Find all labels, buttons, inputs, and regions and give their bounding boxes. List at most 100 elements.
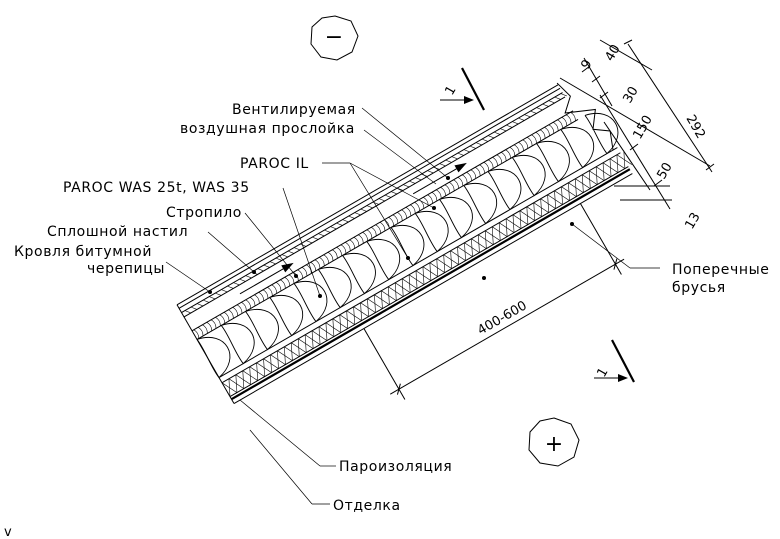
was-stroke [271, 284, 277, 294]
was-stroke [319, 257, 325, 266]
shingle-stroke [445, 159, 452, 163]
label-rafter: Стропило [166, 205, 242, 221]
cross-stroke [284, 346, 286, 365]
shingle-stroke [536, 107, 543, 111]
cross-stroke [318, 326, 321, 345]
was-stroke [423, 197, 429, 206]
was-stroke [353, 237, 360, 246]
was-stroke [332, 249, 338, 259]
insulation-lobes [196, 113, 619, 379]
insulation-lobe [269, 295, 304, 337]
was-stroke [548, 124, 555, 134]
was-stroke [366, 229, 373, 239]
shingle-stroke [530, 110, 537, 114]
shingle-stroke [542, 103, 549, 107]
cross-stroke [387, 286, 390, 305]
section-label-top: 1 [442, 83, 459, 98]
was-stroke [371, 227, 377, 236]
dimension-chain: 9 40 30 150 50 13 292 [559, 39, 715, 232]
was-stroke [262, 289, 269, 299]
label-cross-battens-1: Поперечные [672, 262, 769, 278]
was-stroke [206, 322, 213, 331]
shingle-stroke [360, 208, 367, 212]
was-stroke [267, 287, 273, 296]
was-stroke [431, 192, 438, 201]
was-stroke [427, 194, 433, 204]
was-stroke [527, 137, 533, 146]
was-stroke [215, 317, 221, 326]
shingle-stroke [451, 156, 458, 160]
was-stroke [301, 267, 308, 276]
was-stroke [509, 147, 516, 156]
cross-stroke [526, 206, 529, 225]
shingle-stroke [469, 145, 476, 149]
shingle-stroke [560, 93, 567, 97]
minus-symbol: − [325, 25, 343, 50]
was-stroke [392, 214, 399, 224]
was-stroke [501, 152, 507, 161]
was-stroke [492, 157, 498, 166]
was-stroke [197, 327, 204, 336]
was-stroke [561, 117, 568, 126]
shingle-stroke [415, 177, 422, 181]
label-decking: Сплошной настил [47, 224, 188, 240]
was-stroke [531, 134, 537, 144]
insulation-lobe [439, 197, 473, 239]
was-stroke [462, 174, 468, 184]
label-roofing-1: Кровля битумной [14, 244, 152, 260]
cross-stroke [422, 266, 425, 285]
was-stroke [323, 254, 329, 264]
was-stroke [449, 182, 455, 191]
cross-stroke [568, 182, 570, 201]
shingle-stroke [239, 278, 246, 282]
label-finish: Отделка [333, 498, 401, 514]
cross-stroke [616, 154, 619, 173]
dimension-13: 13 [682, 210, 703, 232]
shingle-stroke [275, 257, 282, 261]
was-stroke [565, 114, 572, 124]
insulation-lobe [390, 225, 425, 267]
was-stroke [249, 297, 256, 306]
was-stroke [379, 222, 386, 231]
roofing-hatch [184, 93, 567, 314]
shingle-stroke [548, 100, 555, 104]
insulation-lobe [511, 155, 546, 197]
shingle-stroke [269, 261, 276, 265]
shingle-stroke [427, 170, 434, 174]
shingle-stroke [209, 296, 216, 300]
cross-stroke [429, 262, 432, 281]
shingle-stroke [524, 114, 531, 118]
cross-stroke [512, 214, 515, 233]
was-stroke [345, 242, 351, 251]
cross-stroke [575, 178, 577, 197]
dimension-40: 40 [602, 42, 623, 64]
shingle-stroke [475, 142, 483, 146]
cross-stroke [457, 246, 459, 265]
was-stroke [496, 154, 503, 164]
label-paroc-il: PAROC IL [240, 156, 309, 172]
cross-stroke [394, 282, 397, 301]
was-stroke [202, 324, 208, 334]
cross-stroke [346, 310, 349, 329]
lower-insulation-hatch [221, 150, 633, 397]
shingle-stroke [403, 184, 410, 188]
shingle-stroke [336, 222, 343, 226]
shingle-stroke [384, 194, 392, 198]
shingle-stroke [263, 264, 270, 268]
was-stroke [522, 139, 529, 149]
cross-stroke [408, 274, 411, 293]
cross-stroke [547, 194, 549, 213]
shingle-stroke [481, 138, 489, 142]
insulation-lobe [414, 211, 449, 253]
was-stroke [470, 169, 477, 179]
cross-stroke [609, 158, 612, 177]
cross-stroke [436, 258, 439, 277]
inside-symbol: + [528, 417, 580, 467]
cross-stroke [228, 378, 231, 397]
was-stroke [288, 274, 295, 284]
section-mark-top: 1 [440, 67, 485, 111]
was-stroke [306, 264, 312, 274]
shingle-stroke [196, 303, 204, 307]
was-stroke [397, 212, 403, 221]
label-cross-battens-2: брусья [672, 280, 726, 296]
